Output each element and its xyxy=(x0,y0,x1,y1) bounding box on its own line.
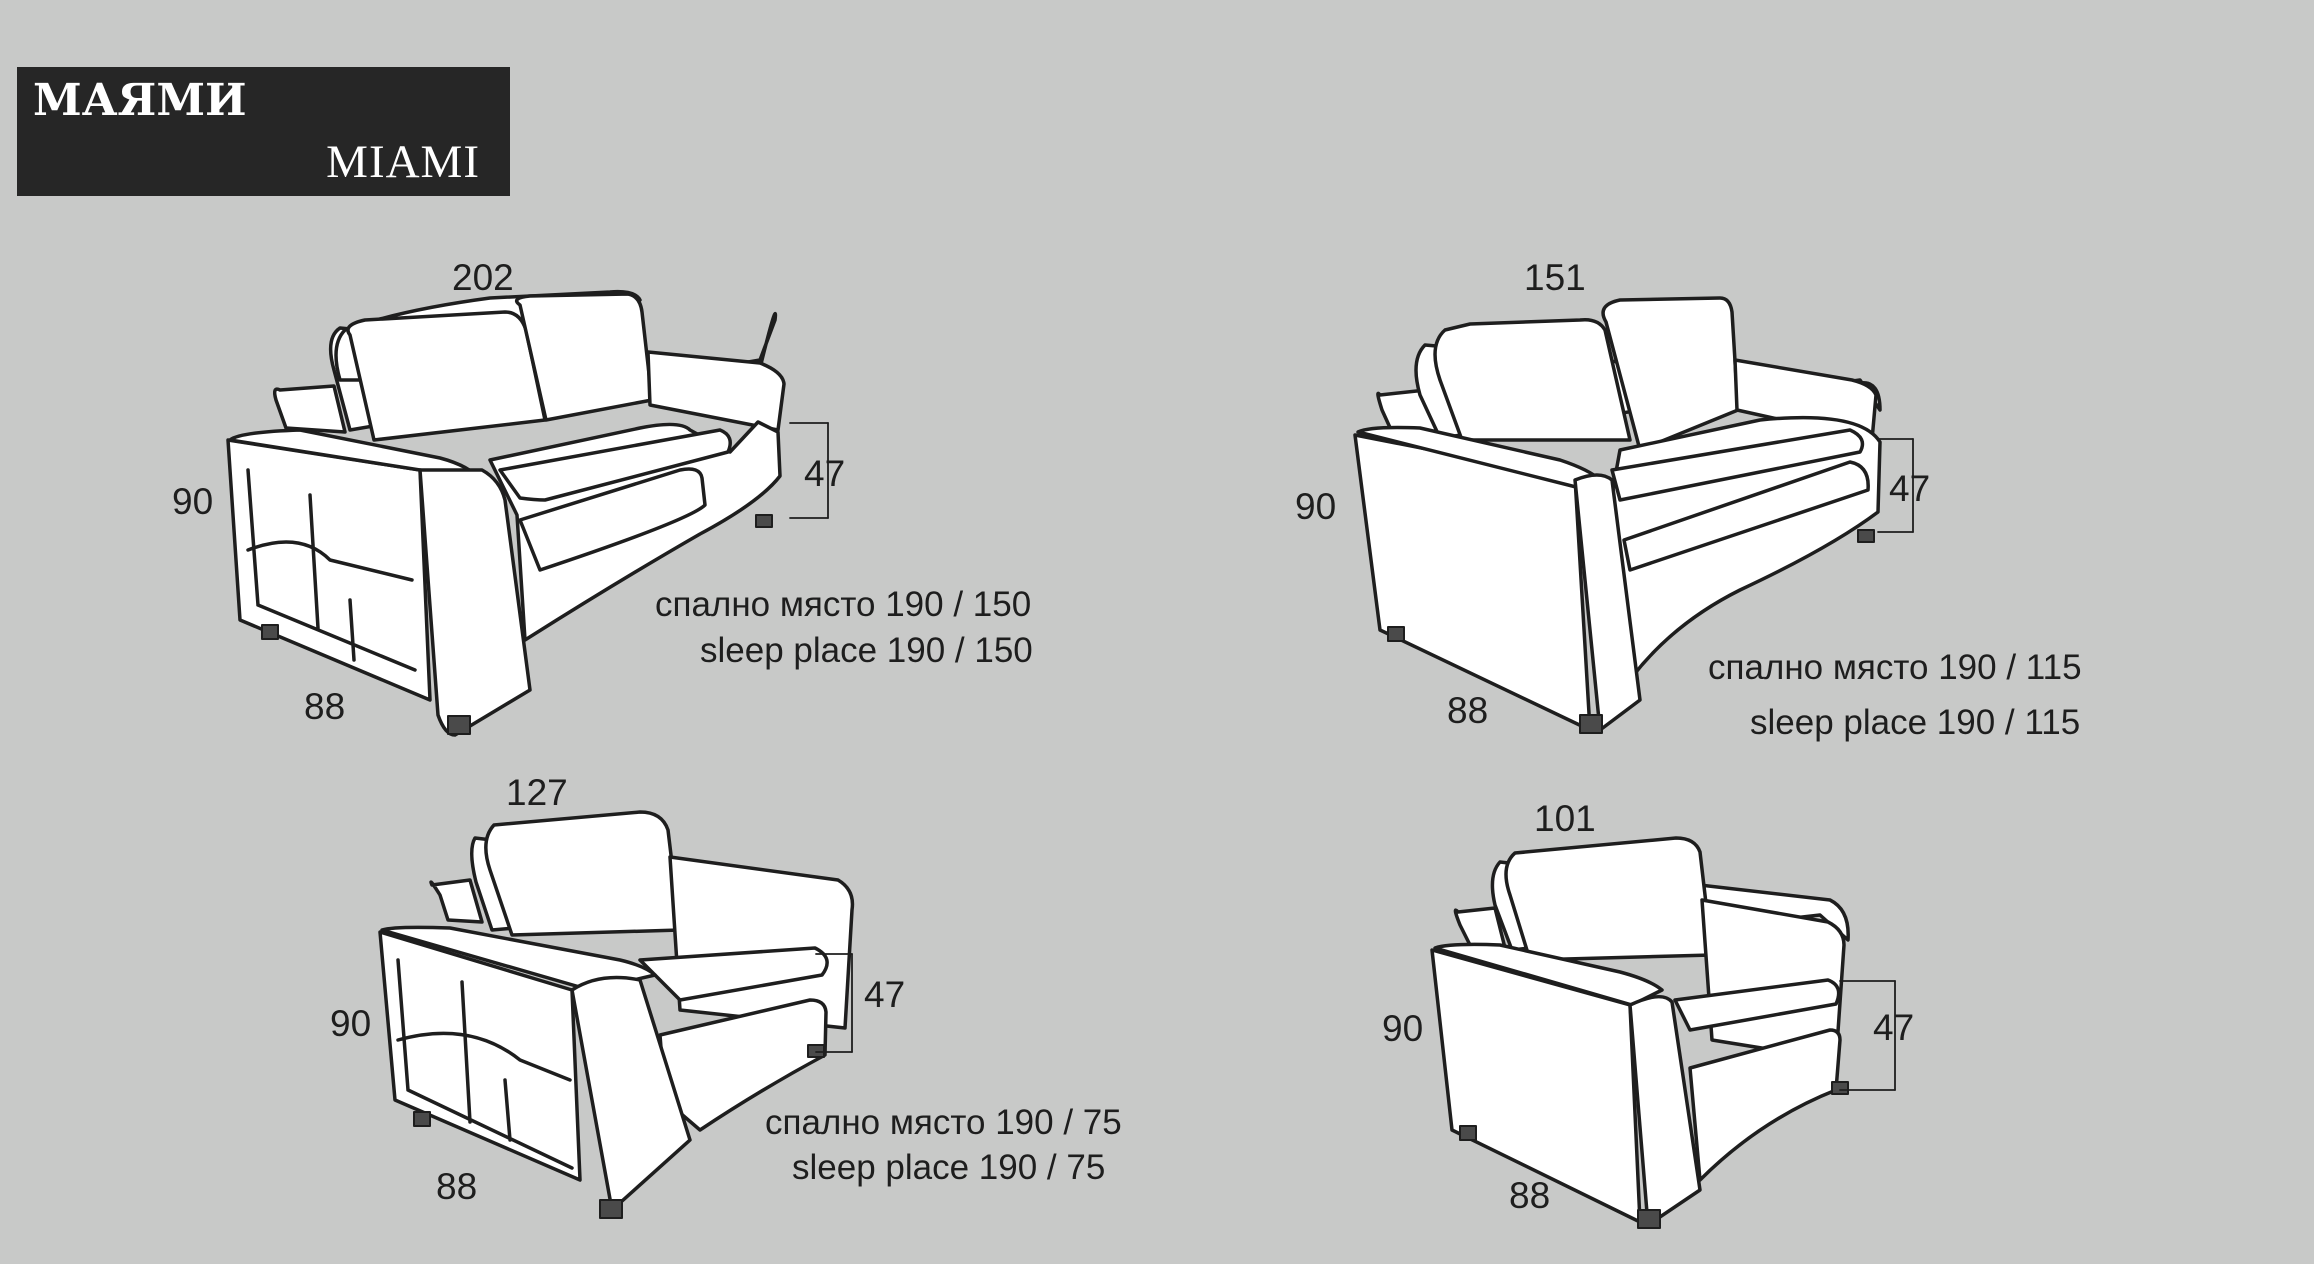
title-english: MIAMI xyxy=(326,136,480,188)
chair1-sleep-place-bg: спално място 190 / 75 xyxy=(765,1103,1122,1142)
sofa2-seat-height-label: 47 xyxy=(1889,468,1931,509)
sofa1-depth-label: 88 xyxy=(304,686,346,727)
sofa2-sleep-place-en: sleep place 190 / 115 xyxy=(1750,703,2081,742)
chair1-height-label: 90 xyxy=(330,1003,372,1044)
chair2-width-label: 101 xyxy=(1534,798,1596,839)
sofa1-seat-height-label: 47 xyxy=(804,453,846,494)
sofa2-height-label: 90 xyxy=(1295,486,1337,527)
chair1-width-label: 127 xyxy=(506,772,568,813)
chair1-depth-label: 88 xyxy=(436,1166,478,1207)
chair1-sleep-place-en: sleep place 190 / 75 xyxy=(792,1148,1106,1187)
sofa1-sleep-place-bg: спално място 190 / 150 xyxy=(655,585,1032,624)
chair2-height-label: 90 xyxy=(1382,1008,1424,1049)
armchair-drawing xyxy=(1430,836,1896,1229)
sofa1-height-label: 90 xyxy=(172,481,214,522)
chair1-seat-height-label: 47 xyxy=(864,974,906,1015)
title-box: МАЯМИ MIAMI xyxy=(17,67,510,196)
chair2-seat-height-label: 47 xyxy=(1873,1007,1915,1048)
two-seat-sofa-drawing xyxy=(1353,296,1914,734)
chair2-depth-label: 88 xyxy=(1509,1175,1551,1216)
sofa2-sleep-place-bg: спално място 190 / 115 xyxy=(1708,648,2082,687)
sofa1-width-label: 202 xyxy=(452,257,514,298)
sofa1-sleep-place-en: sleep place 190 / 150 xyxy=(700,631,1033,670)
armchair-with-shelf-drawing xyxy=(378,810,855,1219)
sofa-with-shelf-drawing xyxy=(226,289,829,737)
sofa2-width-label: 151 xyxy=(1524,257,1586,298)
sofa2-depth-label: 88 xyxy=(1447,690,1489,731)
title-bulgarian: МАЯМИ xyxy=(33,75,247,126)
